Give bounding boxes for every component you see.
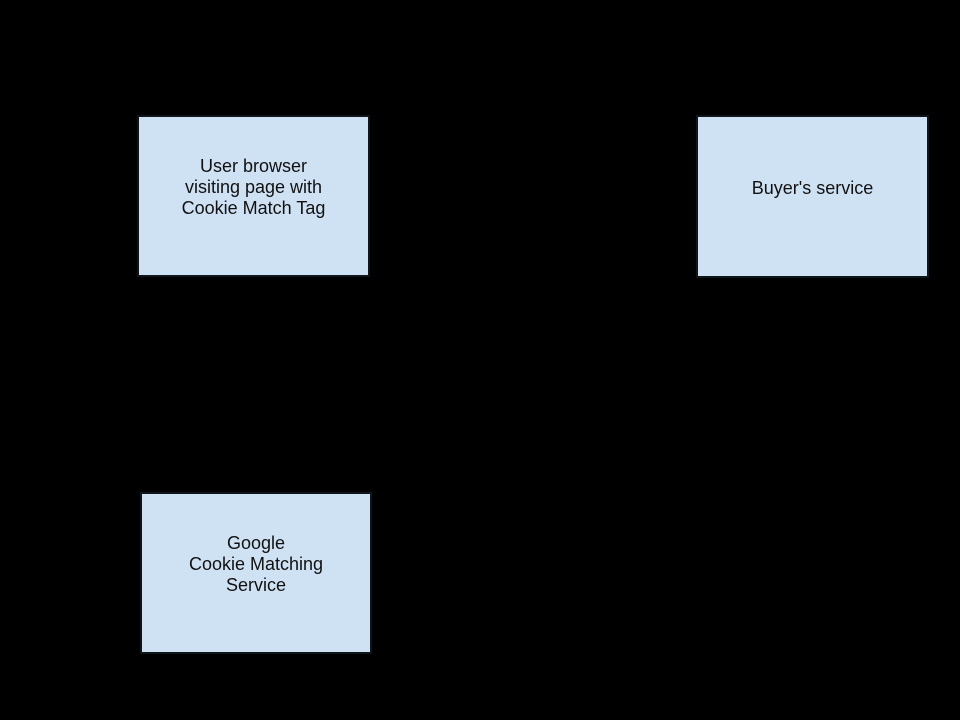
- node-user-browser-label: User browser visiting page with Cookie M…: [182, 156, 326, 236]
- node-label-line: User browser: [199, 156, 308, 176]
- node-label-line: Cookie Match Tag: [181, 198, 326, 218]
- node-label-line: Service: [225, 575, 286, 595]
- node-buyers-service: Buyer's service: [696, 115, 929, 278]
- node-label-line: Buyer's service: [751, 177, 874, 198]
- node-google-cookie-matching-service: Google Cookie Matching Service: [140, 492, 372, 654]
- node-google-cms-label: Google Cookie Matching Service: [189, 533, 323, 613]
- node-label-line: Cookie Matching: [188, 554, 324, 574]
- node-buyers-service-label: Buyer's service: [752, 178, 873, 216]
- node-label-line: visiting page with: [184, 177, 323, 197]
- node-user-browser: User browser visiting page with Cookie M…: [137, 115, 370, 277]
- node-label-line: Google: [226, 533, 286, 553]
